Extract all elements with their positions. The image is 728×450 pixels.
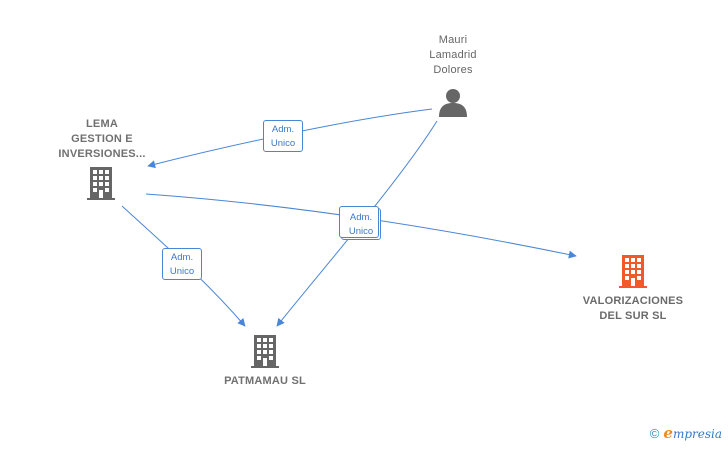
- brand-footer: ©empresia: [650, 424, 722, 442]
- node-name-line: PATMAMAU SL: [224, 375, 306, 387]
- edge-badge-lema-patmamau[interactable]: Adm. Unico: [162, 248, 202, 280]
- copyright-icon: ©: [649, 426, 660, 441]
- brand-logo-initial: e: [663, 424, 673, 442]
- person-icon[interactable]: [439, 89, 467, 117]
- edge-role-line: Adm.: [349, 212, 373, 223]
- edge-badge-person-patmamau[interactable]: Adm. Unico: [339, 206, 381, 240]
- node-name-line: DEL SUR SL: [599, 310, 667, 322]
- node-name-line: Mauri: [438, 34, 468, 46]
- building-icon[interactable]: [87, 167, 115, 200]
- node-name-line: VALORIZACIONES: [582, 295, 684, 307]
- brand-logo-text: mpresia: [672, 427, 722, 441]
- building-icon[interactable]: [619, 255, 647, 288]
- edge-role-line: Adm.: [170, 252, 194, 263]
- node-name-line: Lamadrid: [429, 49, 477, 61]
- edge-role-line: Adm.: [271, 124, 295, 135]
- node-name-line: Dolores: [433, 64, 473, 76]
- node-name-line: INVERSIONES...: [58, 148, 146, 160]
- node-label-lema[interactable]: LEMA GESTION E INVERSIONES...: [47, 117, 157, 162]
- node-label-patmamau[interactable]: PATMAMAU SL: [205, 374, 325, 389]
- building-icon[interactable]: [251, 335, 279, 368]
- edge-role-line: Unico: [348, 226, 374, 237]
- edge-badge-person-lema[interactable]: Adm. Unico: [263, 120, 303, 152]
- edge-role-line: Unico: [169, 266, 195, 277]
- node-name-line: LEMA: [86, 118, 118, 130]
- node-label-valorizaciones[interactable]: VALORIZACIONES DEL SUR SL: [568, 294, 698, 324]
- node-name-line: GESTION E: [71, 133, 133, 145]
- edge-role-line: Unico: [270, 138, 296, 149]
- node-label-person[interactable]: Mauri Lamadrid Dolores: [413, 33, 493, 78]
